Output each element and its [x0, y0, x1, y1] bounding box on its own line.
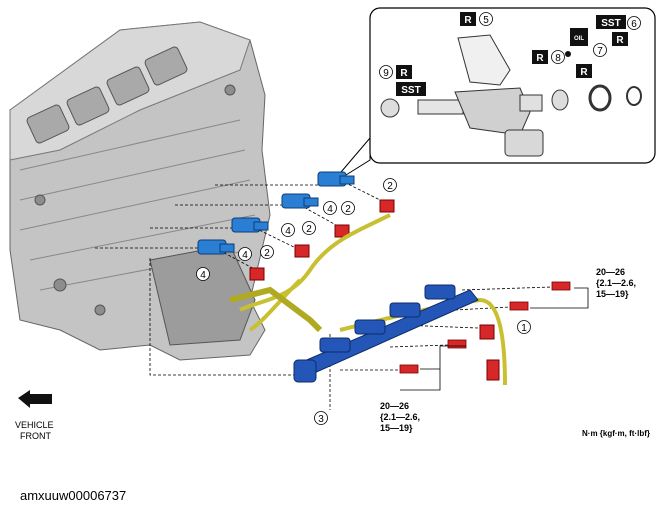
callout-4: [196, 267, 210, 281]
injector: [281, 193, 319, 209]
sst-badge: [396, 82, 426, 96]
injector: [231, 217, 269, 233]
svg-text:2: 2: [345, 204, 351, 215]
svg-text:R: R: [400, 68, 408, 79]
svg-text:R: R: [464, 15, 472, 26]
svg-text:20—26: 20—26: [596, 267, 625, 277]
callout-1: [517, 320, 531, 334]
inset-detail: OIL: [329, 7, 656, 186]
callout-7: [593, 43, 607, 57]
svg-text:15—19}: 15—19}: [380, 423, 413, 433]
svg-text:OIL: OIL: [574, 36, 584, 42]
svg-text:2: 2: [264, 248, 270, 259]
sst-badge: [596, 15, 626, 29]
callout-5: [479, 12, 493, 26]
svg-text:1: 1: [521, 323, 527, 334]
insulators: [249, 199, 500, 381]
vehicle-front-indicator: VEHICLE FRONT: [15, 390, 54, 441]
r-badge: [612, 32, 628, 46]
r-badge: [460, 12, 476, 26]
torque-label-lower: 20—26 {2.1—2.6, 15—19}: [380, 345, 466, 433]
callout-3: [314, 411, 328, 425]
svg-text:FRONT: FRONT: [20, 431, 51, 441]
svg-text:8: 8: [555, 53, 561, 64]
svg-text:SST: SST: [601, 18, 620, 29]
svg-text:3: 3: [318, 414, 324, 425]
callout-2: [260, 245, 274, 259]
oil-can-icon: OIL: [565, 28, 588, 57]
inset-frame: [369, 7, 656, 164]
o-ring-6: [626, 86, 642, 106]
arrow-icon: [18, 390, 52, 408]
svg-text:4: 4: [285, 226, 291, 237]
svg-text:{2.1—2.6,: {2.1—2.6,: [380, 412, 420, 422]
svg-text:5: 5: [483, 15, 489, 26]
fuel-distributor: [293, 284, 479, 383]
badges: R SST R R R R SST: [396, 12, 628, 96]
callout-8: [551, 50, 565, 64]
svg-text:2: 2: [387, 181, 393, 192]
svg-text:6: 6: [631, 19, 637, 30]
svg-text:{2.1—2.6,: {2.1—2.6,: [596, 278, 636, 288]
callout-4: [323, 201, 337, 215]
svg-text:9: 9: [383, 68, 389, 79]
r-badge: [396, 65, 412, 79]
engine-block: [9, 21, 271, 361]
o-ring-9: [380, 98, 400, 118]
svg-text:R: R: [580, 67, 588, 78]
svg-text:R: R: [536, 53, 544, 64]
callout-9: [379, 65, 393, 79]
svg-text:R: R: [616, 35, 624, 46]
callout-2: [341, 201, 355, 215]
svg-text:7: 7: [597, 46, 603, 57]
callout-4: [281, 223, 295, 237]
svg-text:VEHICLE: VEHICLE: [15, 420, 54, 430]
callout-2: [383, 178, 397, 192]
r-badge: [532, 50, 548, 64]
figure-id: amxuuw00006737: [20, 488, 127, 503]
svg-text:SST: SST: [401, 85, 420, 96]
callout-2: [302, 221, 316, 235]
svg-text:4: 4: [242, 250, 248, 261]
clip-detail: [457, 34, 511, 86]
svg-text:4: 4: [327, 204, 333, 215]
callouts: [196, 12, 641, 425]
bolts: [399, 281, 571, 374]
svg-text:4: 4: [200, 270, 206, 281]
callout-4: [238, 247, 252, 261]
units-label: N·m {kgf·m, ft·lbf}: [582, 429, 650, 438]
injectors: [197, 171, 355, 255]
washer-7: [588, 84, 612, 112]
svg-text:2: 2: [306, 224, 312, 235]
svg-text:20—26: 20—26: [380, 401, 409, 411]
injector: [317, 171, 355, 187]
callout-numbers: 1 2 2 2 2 3 4 4 4 4 5 6 7 8 9: [200, 15, 637, 425]
svg-text:15—19}: 15—19}: [596, 289, 629, 299]
r-badge: [576, 64, 592, 78]
injector: [197, 239, 235, 255]
injector-detail: [417, 87, 544, 157]
callout-6: [627, 16, 641, 30]
o-ring-8: [551, 89, 569, 111]
torque-label-upper: 20—26 {2.1—2.6, 15—19}: [530, 267, 636, 309]
